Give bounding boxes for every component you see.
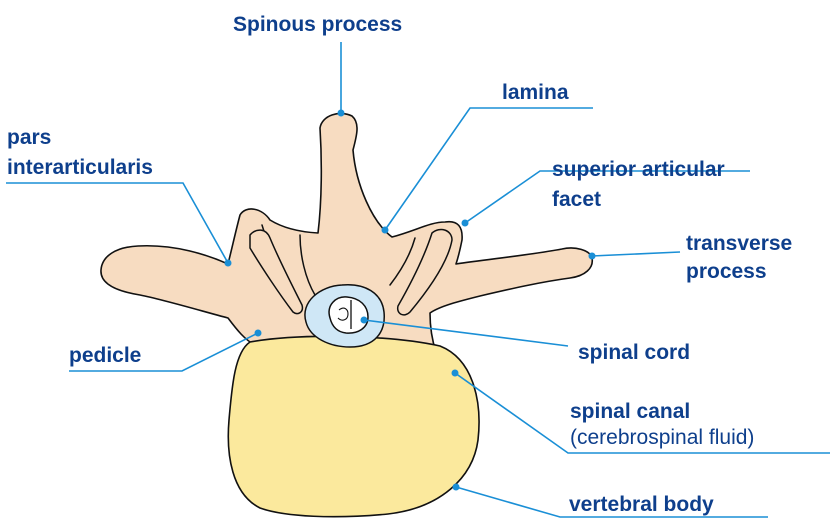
label-superior-articular-line1: superior articular bbox=[552, 157, 725, 182]
label-pars-line1: pars bbox=[7, 125, 51, 150]
label-transverse-line2: process bbox=[686, 259, 767, 284]
dot-superior-facet bbox=[462, 220, 469, 227]
dot-spinal-cord bbox=[361, 317, 368, 324]
leader-transverse bbox=[592, 252, 680, 256]
dot-pars bbox=[225, 260, 232, 267]
dot-pedicle bbox=[255, 330, 262, 337]
label-spinal-canal: spinal canal bbox=[570, 399, 690, 424]
dot-transverse bbox=[589, 253, 596, 260]
label-superior-articular-line2: facet bbox=[552, 187, 601, 212]
dot-spinous-process bbox=[338, 110, 345, 117]
label-vertebral-body: vertebral body bbox=[569, 492, 714, 517]
label-spinal-canal-note: (cerebrospinal fluid) bbox=[570, 425, 754, 450]
vertebral-body-shape bbox=[228, 336, 479, 516]
spinal-cord-shape bbox=[329, 297, 368, 333]
label-spinal-cord: spinal cord bbox=[578, 340, 690, 365]
label-spinous-process: Spinous process bbox=[233, 12, 402, 37]
label-lamina: lamina bbox=[502, 80, 569, 105]
dot-spinal-canal bbox=[452, 370, 459, 377]
label-transverse-line1: transverse bbox=[686, 231, 792, 256]
dot-vertebral-body bbox=[453, 484, 460, 491]
label-pars-line2: interarticularis bbox=[7, 155, 153, 180]
label-pedicle: pedicle bbox=[69, 343, 141, 368]
dot-lamina bbox=[382, 227, 389, 234]
